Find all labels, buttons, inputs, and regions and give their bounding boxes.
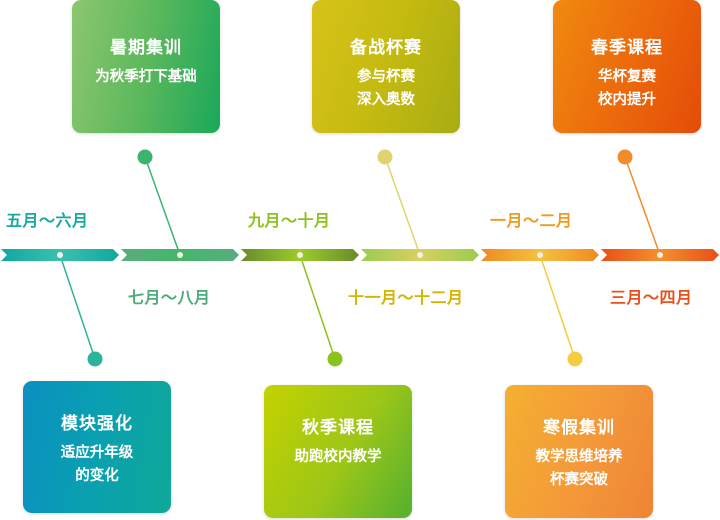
connector-line — [144, 156, 181, 256]
card-title: 备战杯赛 — [350, 38, 422, 58]
connector-end-dot — [377, 149, 393, 165]
card-title: 寒假集训 — [543, 418, 615, 438]
connector-end-dot — [567, 351, 583, 367]
period-label-jan-feb: 一月～二月 — [490, 211, 573, 230]
card-title: 秋季课程 — [302, 418, 374, 438]
card-desc-line: 杯赛突破 — [550, 472, 608, 488]
card-desc-line: 校内提升 — [598, 92, 656, 108]
connector-line — [624, 156, 661, 256]
timeline-node-dot — [57, 252, 63, 258]
connector-end-dot — [137, 149, 153, 165]
period-label-may-june: 五月～六月 — [6, 211, 89, 230]
card-title: 模块强化 — [61, 414, 133, 434]
card-module-strengthen: 模块强化 适应升年级 的变化 — [23, 381, 171, 513]
connector-line — [59, 254, 96, 360]
card-title: 暑期集训 — [110, 38, 182, 58]
connector-line — [299, 254, 336, 360]
timeline-node-dot — [417, 252, 423, 258]
period-label-mar-apr: 三月～四月 — [610, 288, 693, 307]
timeline-node-dot — [297, 252, 303, 258]
timeline-node-dot — [177, 252, 183, 258]
card-desc-line: 华杯复赛 — [598, 69, 656, 85]
card-desc-line: 的变化 — [75, 468, 119, 484]
card-title: 春季课程 — [591, 38, 663, 58]
card-desc-line: 深入奥数 — [357, 92, 415, 108]
period-label-sep-oct: 九月～十月 — [248, 211, 331, 230]
timeline-node-dot — [657, 252, 663, 258]
period-label-nov-dec: 十一月～十二月 — [348, 288, 464, 307]
timeline-node-dot — [537, 252, 543, 258]
card-desc-line: 助跑校内教学 — [294, 449, 382, 465]
connector-end-dot — [617, 149, 633, 165]
card-summer-camp: 暑期集训 为秋季打下基础 — [72, 0, 220, 133]
card-desc-line: 适应升年级 — [60, 445, 134, 461]
card-desc-line: 教学思维培养 — [535, 449, 623, 465]
connector-end-dot — [87, 351, 103, 367]
card-autumn-course: 秋季课程 助跑校内教学 — [264, 385, 412, 518]
connector-line — [539, 254, 576, 360]
card-winter-camp: 寒假集训 教学思维培养 杯赛突破 — [505, 385, 653, 518]
connector-end-dot — [327, 351, 343, 367]
card-desc-line: 参与杯赛 — [357, 69, 415, 85]
card-desc-line: 为秋季打下基础 — [95, 69, 197, 85]
period-label-july-august: 七月～八月 — [128, 288, 211, 307]
card-cup-prep: 备战杯赛 参与杯赛 深入奥数 — [312, 0, 460, 133]
connector-line — [384, 156, 421, 256]
card-spring-course: 春季课程 华杯复赛 校内提升 — [553, 0, 701, 133]
